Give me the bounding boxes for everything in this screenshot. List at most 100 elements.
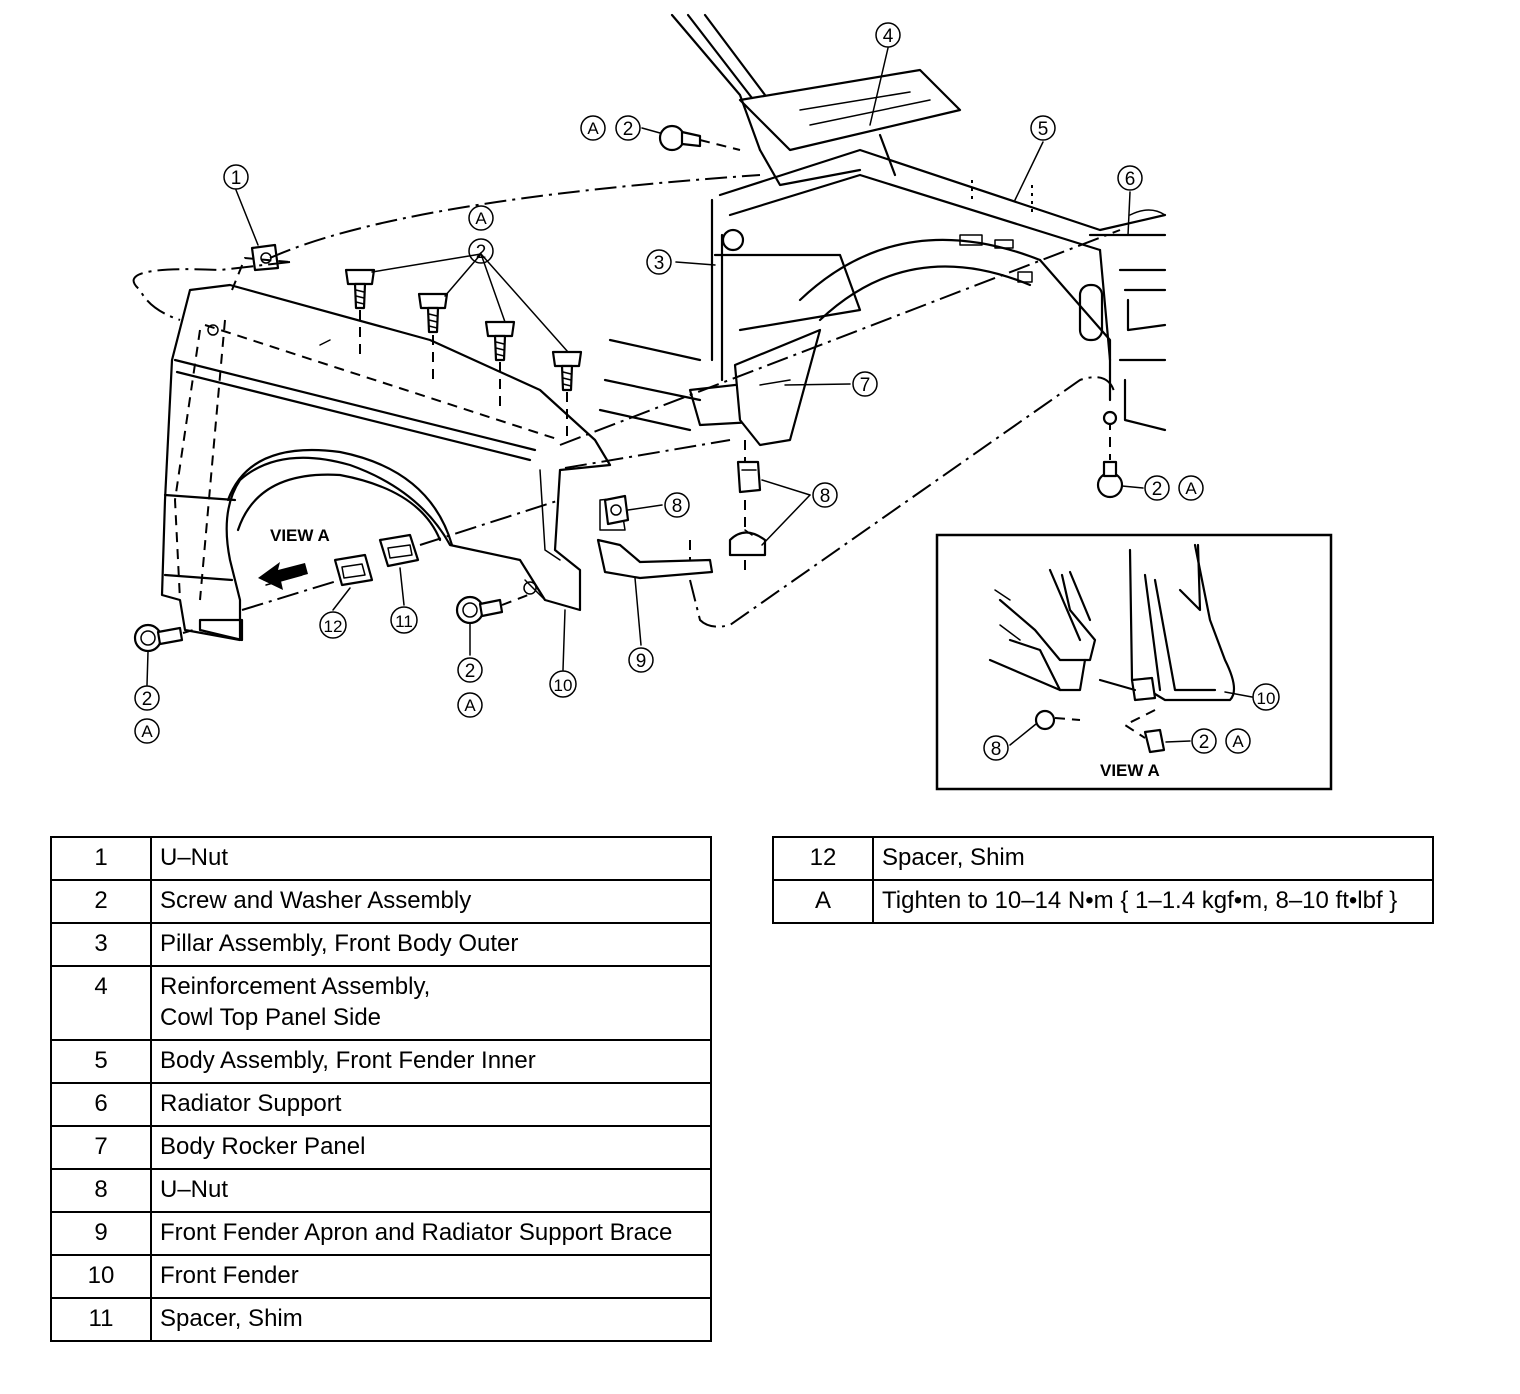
svg-text:2: 2 [623, 119, 634, 140]
svg-text:A: A [1185, 479, 1197, 498]
callout-8-left: 8 [664, 492, 690, 518]
svg-text:4: 4 [883, 26, 894, 47]
callout-2-top: 2 [468, 238, 494, 264]
callout-A-left: A [134, 718, 160, 744]
svg-text:8: 8 [820, 486, 831, 507]
legend-item-description: Tighten to 10–14 N•m { 1–1.4 kgf•m, 8–10… [872, 879, 1434, 924]
callout-8-inset: 8 [983, 735, 1009, 761]
svg-text:A: A [587, 119, 599, 138]
svg-text:3: 3 [654, 253, 665, 274]
svg-text:12: 12 [324, 617, 343, 636]
callout-1: 1 [223, 164, 249, 190]
legend-item-description: Spacer, Shim [150, 1297, 712, 1342]
leader-lines [146, 47, 1144, 686]
u-nuts-8 [603, 460, 767, 557]
callout-7: 7 [852, 371, 878, 397]
svg-text:1: 1 [231, 168, 242, 189]
view-a-label-main: VIEW A [270, 526, 330, 545]
callout-10: 10 [549, 670, 577, 698]
cowl-screw [658, 124, 741, 152]
svg-text:8: 8 [991, 739, 1002, 760]
view-a-inset [935, 533, 1333, 791]
legend-item-number: 3 [50, 922, 152, 967]
callout-2-left: 2 [134, 685, 160, 711]
callout-A-right: A [1178, 475, 1204, 501]
legend-item-description: Front Fender [150, 1254, 712, 1299]
callout-2-mid: 2 [457, 657, 483, 683]
legend-item-description: U–Nut [150, 836, 712, 881]
svg-text:11: 11 [395, 612, 413, 631]
callout-A-cowl: A [580, 115, 606, 141]
callout-2-cowl: 2 [615, 115, 641, 141]
body-structure [598, 13, 1167, 447]
legend-item-number: 4 [50, 965, 152, 1041]
callout-A-mid: A [457, 692, 483, 718]
callout-10-inset: 10 [1252, 683, 1280, 711]
legend-item-description: Body Assembly, Front Fender Inner [150, 1039, 712, 1084]
svg-text:10: 10 [1257, 689, 1276, 708]
legend-item-description: Reinforcement Assembly, Cowl Top Panel S… [150, 965, 712, 1041]
callout-9: 9 [628, 647, 654, 673]
svg-text:2: 2 [142, 689, 153, 710]
callout-5: 5 [1030, 115, 1056, 141]
svg-text:2: 2 [1152, 479, 1163, 500]
svg-text:A: A [1232, 732, 1244, 751]
callout-A-top: A [468, 205, 494, 231]
exploded-view-diagram: 1 2 2 2 2 2 2 2 3 4 5 6 7 8 8 8 9 10 10 … [132, 13, 1333, 791]
leader-curve [132, 261, 291, 321]
svg-text:2: 2 [476, 242, 487, 263]
callout-6: 6 [1117, 165, 1143, 191]
callout-4: 4 [875, 22, 901, 48]
svg-text:8: 8 [672, 496, 683, 517]
legend-item-number: 10 [50, 1254, 152, 1299]
legend-item-number: 8 [50, 1168, 152, 1213]
legend-item-description: Pillar Assembly, Front Body Outer [150, 922, 712, 967]
legend-item-description: Screw and Washer Assembly [150, 879, 712, 924]
svg-text:7: 7 [860, 375, 871, 396]
view-a-label-inset: VIEW A [1100, 761, 1160, 780]
legend-item-number: 11 [50, 1297, 152, 1342]
legend-item-number: 9 [50, 1211, 152, 1256]
callout-2-inset: 2 [1191, 728, 1217, 754]
shims [333, 533, 420, 587]
top-screws [344, 268, 583, 440]
legend-item-description: Spacer, Shim [872, 836, 1434, 881]
legend-item-number: 5 [50, 1039, 152, 1084]
lower-screws [133, 410, 1124, 653]
svg-text:2: 2 [1199, 732, 1210, 753]
callout-12: 12 [319, 611, 347, 639]
svg-text:A: A [141, 722, 153, 741]
svg-text:2: 2 [465, 661, 476, 682]
callout-8-right: 8 [812, 482, 838, 508]
legend-item-description: U–Nut [150, 1168, 712, 1213]
legend-item-description: Front Fender Apron and Radiator Support … [150, 1211, 712, 1256]
svg-text:5: 5 [1038, 119, 1049, 140]
svg-text:9: 9 [636, 651, 647, 672]
callouts: 1 2 2 2 2 2 2 2 3 4 5 6 7 8 8 8 9 10 10 … [134, 22, 1280, 780]
legend-item-description: Body Rocker Panel [150, 1125, 712, 1170]
legend-item-number: 7 [50, 1125, 152, 1170]
callout-11: 11 [390, 606, 418, 634]
callout-A-inset: A [1225, 728, 1251, 754]
legend-item-description: Radiator Support [150, 1082, 712, 1127]
svg-text:A: A [475, 209, 487, 228]
callout-3: 3 [646, 249, 672, 275]
legend-item-number: 1 [50, 836, 152, 881]
svg-text:A: A [464, 696, 476, 715]
svg-text:6: 6 [1125, 169, 1136, 190]
callout-2-right: 2 [1144, 475, 1170, 501]
svg-text:10: 10 [554, 676, 573, 695]
legend-item-number: 2 [50, 879, 152, 924]
